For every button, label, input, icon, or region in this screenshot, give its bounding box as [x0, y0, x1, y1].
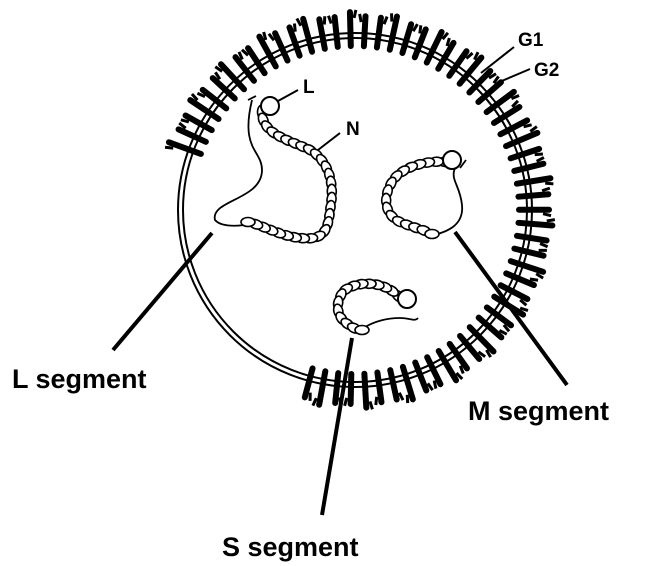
spike	[519, 210, 551, 216]
spike	[514, 249, 547, 256]
spike	[517, 236, 548, 247]
s-segment-polymerase	[398, 290, 416, 308]
l-segment-rna-tail	[215, 100, 262, 226]
s-segment-nucleocapsid	[332, 279, 406, 335]
spike	[319, 16, 325, 49]
nucleocapsid-bead	[355, 326, 369, 335]
spike	[518, 188, 549, 197]
m-segment-rna-tail	[430, 168, 462, 236]
n-protein-label: N	[346, 119, 360, 140]
s-segment-leader	[322, 338, 352, 515]
l-segment-label: L segment	[12, 364, 147, 394]
spike	[350, 10, 356, 46]
s-segment-label: S segment	[222, 532, 359, 562]
m-segment-label: M segment	[468, 396, 609, 426]
spike	[376, 372, 382, 405]
g1-label: G1	[518, 30, 544, 51]
spike	[377, 17, 387, 48]
m-segment-polymerase	[443, 151, 461, 169]
l-segment-nucleocapsid	[241, 105, 337, 243]
nucleocapsid-bead	[241, 218, 255, 227]
l-segment-rna-end	[248, 96, 256, 100]
m-segment-nucleocapsid	[381, 157, 452, 239]
m-segment-leader	[455, 232, 567, 385]
spike	[518, 220, 554, 226]
l-protein-polymerase	[261, 97, 279, 115]
l-protein-leader	[278, 90, 298, 101]
spike	[364, 374, 372, 410]
nucleocapsid-bead	[425, 230, 439, 239]
spike	[328, 16, 337, 47]
spike	[305, 368, 313, 400]
spike	[390, 13, 397, 49]
spike	[517, 178, 553, 184]
glycoprotein-spikes	[165, 10, 555, 409]
spike	[360, 14, 366, 46]
g1-leader	[481, 47, 514, 73]
g2-label: G2	[534, 60, 559, 81]
spike	[390, 370, 403, 400]
n-protein-leader	[318, 133, 340, 150]
g2-leader	[497, 69, 530, 83]
l-protein-label: L	[303, 77, 315, 98]
